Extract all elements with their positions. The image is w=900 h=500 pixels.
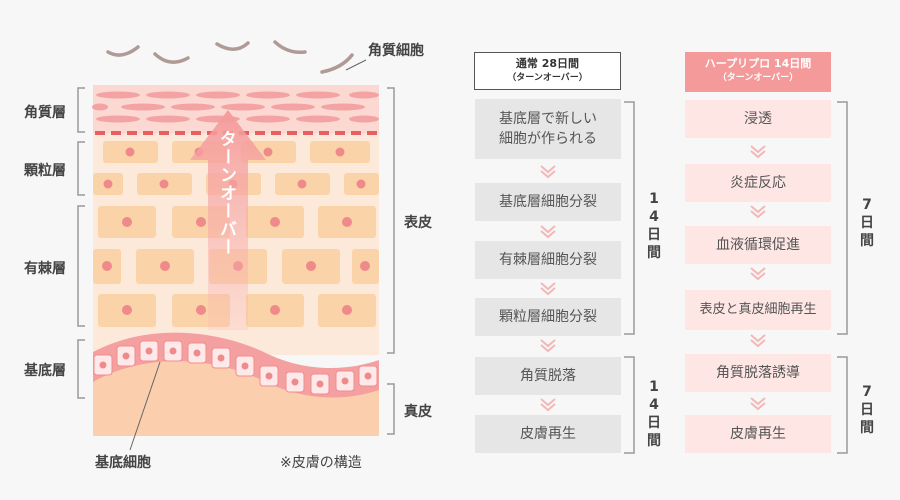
- days-char: 1: [645, 378, 663, 396]
- days-char: 間: [858, 232, 876, 250]
- normal-step-5: 角質脱落: [475, 357, 621, 395]
- normal-header-title: 通常 28日間: [475, 56, 620, 71]
- harp-step-4: 表皮と真皮細胞再生: [685, 290, 831, 330]
- days-char: 4: [645, 208, 663, 226]
- normal-step-1: 基底層で新しい 細胞が作られる: [475, 99, 621, 159]
- label-basal-cell: 基底細胞: [95, 452, 151, 472]
- days-char: 間: [645, 244, 663, 262]
- normal-header-subtitle: （ターンオーバー）: [475, 71, 620, 86]
- left-brackets: [78, 88, 85, 398]
- corneum-cells: [92, 92, 379, 123]
- normal-step-6: 皮膚再生: [475, 415, 621, 453]
- harp-days-b: 7 日 間: [858, 383, 876, 437]
- right-brackets: [387, 88, 394, 434]
- days-char: 間: [645, 432, 663, 450]
- normal-step-4: 顆粒層細胞分裂: [475, 298, 621, 336]
- days-char: 7: [858, 196, 876, 214]
- harp-header: ハープリプロ 14日間 （ターンオーバー）: [685, 52, 831, 92]
- label-stratum-corneum: 角質層: [24, 102, 66, 122]
- normal-days-a: 1 4 日 間: [645, 190, 663, 262]
- harp-step-5: 角質脱落誘導: [685, 354, 831, 392]
- normal-header: 通常 28日間 （ターンオーバー）: [474, 52, 621, 90]
- days-char: 1: [645, 190, 663, 208]
- normal-step-3: 有棘層細胞分裂: [475, 241, 621, 279]
- days-char: 間: [858, 419, 876, 437]
- top-label-pointer: [346, 60, 366, 70]
- harp-days-a: 7 日 間: [858, 196, 876, 250]
- days-char: 7: [858, 383, 876, 401]
- harp-header-subtitle: （ターンオーバー）: [685, 71, 831, 86]
- label-granular: 顆粒層: [24, 160, 66, 180]
- label-spinous: 有棘層: [24, 258, 66, 278]
- label-basal: 基底層: [24, 360, 66, 380]
- harp-step-1: 浸透: [685, 100, 831, 138]
- normal-step-2: 基底層細胞分裂: [475, 183, 621, 221]
- label-epidermis: 表皮: [404, 212, 432, 232]
- label-dermis: 真皮: [404, 401, 432, 421]
- normal-days-b: 1 4 日 間: [645, 378, 663, 450]
- normal-step-1-line2: 細胞が作られる: [499, 129, 597, 149]
- days-char: 日: [645, 414, 663, 432]
- days-char: 日: [645, 226, 663, 244]
- days-char: 日: [858, 214, 876, 232]
- harp-header-title: ハープリプロ 14日間: [685, 56, 831, 71]
- normal-step-1-line1: 基底層で新しい: [499, 109, 597, 129]
- days-char: 日: [858, 401, 876, 419]
- harp-step-3: 血液循環促進: [685, 226, 831, 264]
- turnover-arrow-label: ターンオーバー: [219, 130, 239, 256]
- harp-step-6: 皮膚再生: [685, 415, 831, 453]
- harp-step-2: 炎症反応: [685, 164, 831, 202]
- days-char: 4: [645, 396, 663, 414]
- flaking-corneocytes: [108, 42, 352, 72]
- label-corneocyte: 角質細胞: [368, 40, 424, 60]
- caption: ※皮膚の構造: [280, 452, 362, 472]
